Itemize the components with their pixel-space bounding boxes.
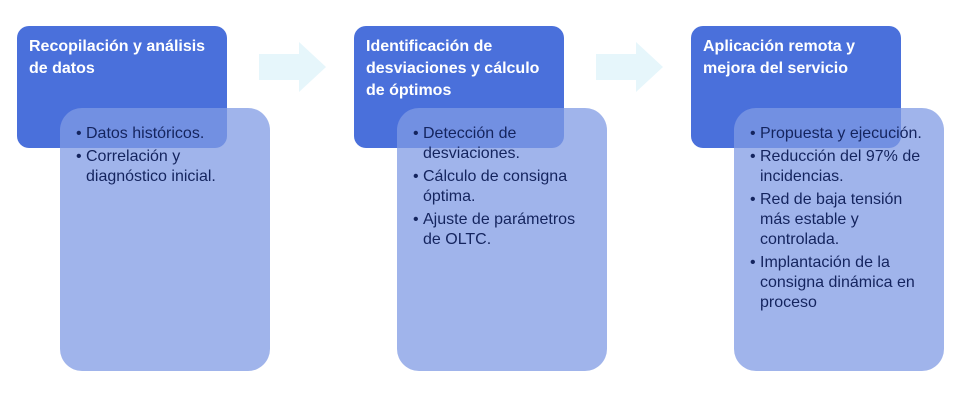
list-item: Red de baja tensión más estable y contro…: [750, 190, 934, 250]
step-1-details: Datos históricos. Correlación y diagnóst…: [60, 108, 270, 371]
step-2-details: Detección de desviaciones. Cálculo de co…: [397, 108, 607, 371]
step-3-details: Propuesta y ejecución. Reducción del 97%…: [734, 108, 944, 371]
list-item: Cálculo de consigna óptima.: [413, 167, 597, 207]
list-item: Ajuste de parámetros de OLTC.: [413, 210, 597, 250]
list-item: Correlación y diagnóstico inicial.: [76, 147, 260, 187]
list-item: Implantación de la consigna dinámica en …: [750, 253, 934, 313]
list-item: Detección de desviaciones.: [413, 124, 597, 164]
arrow-right-icon: [259, 42, 326, 92]
list-item: Datos históricos.: [76, 124, 260, 144]
arrow-right-icon: [596, 42, 663, 92]
list-item: Propuesta y ejecución.: [750, 124, 934, 144]
list-item: Reducción del 97% de incidencias.: [750, 147, 934, 187]
